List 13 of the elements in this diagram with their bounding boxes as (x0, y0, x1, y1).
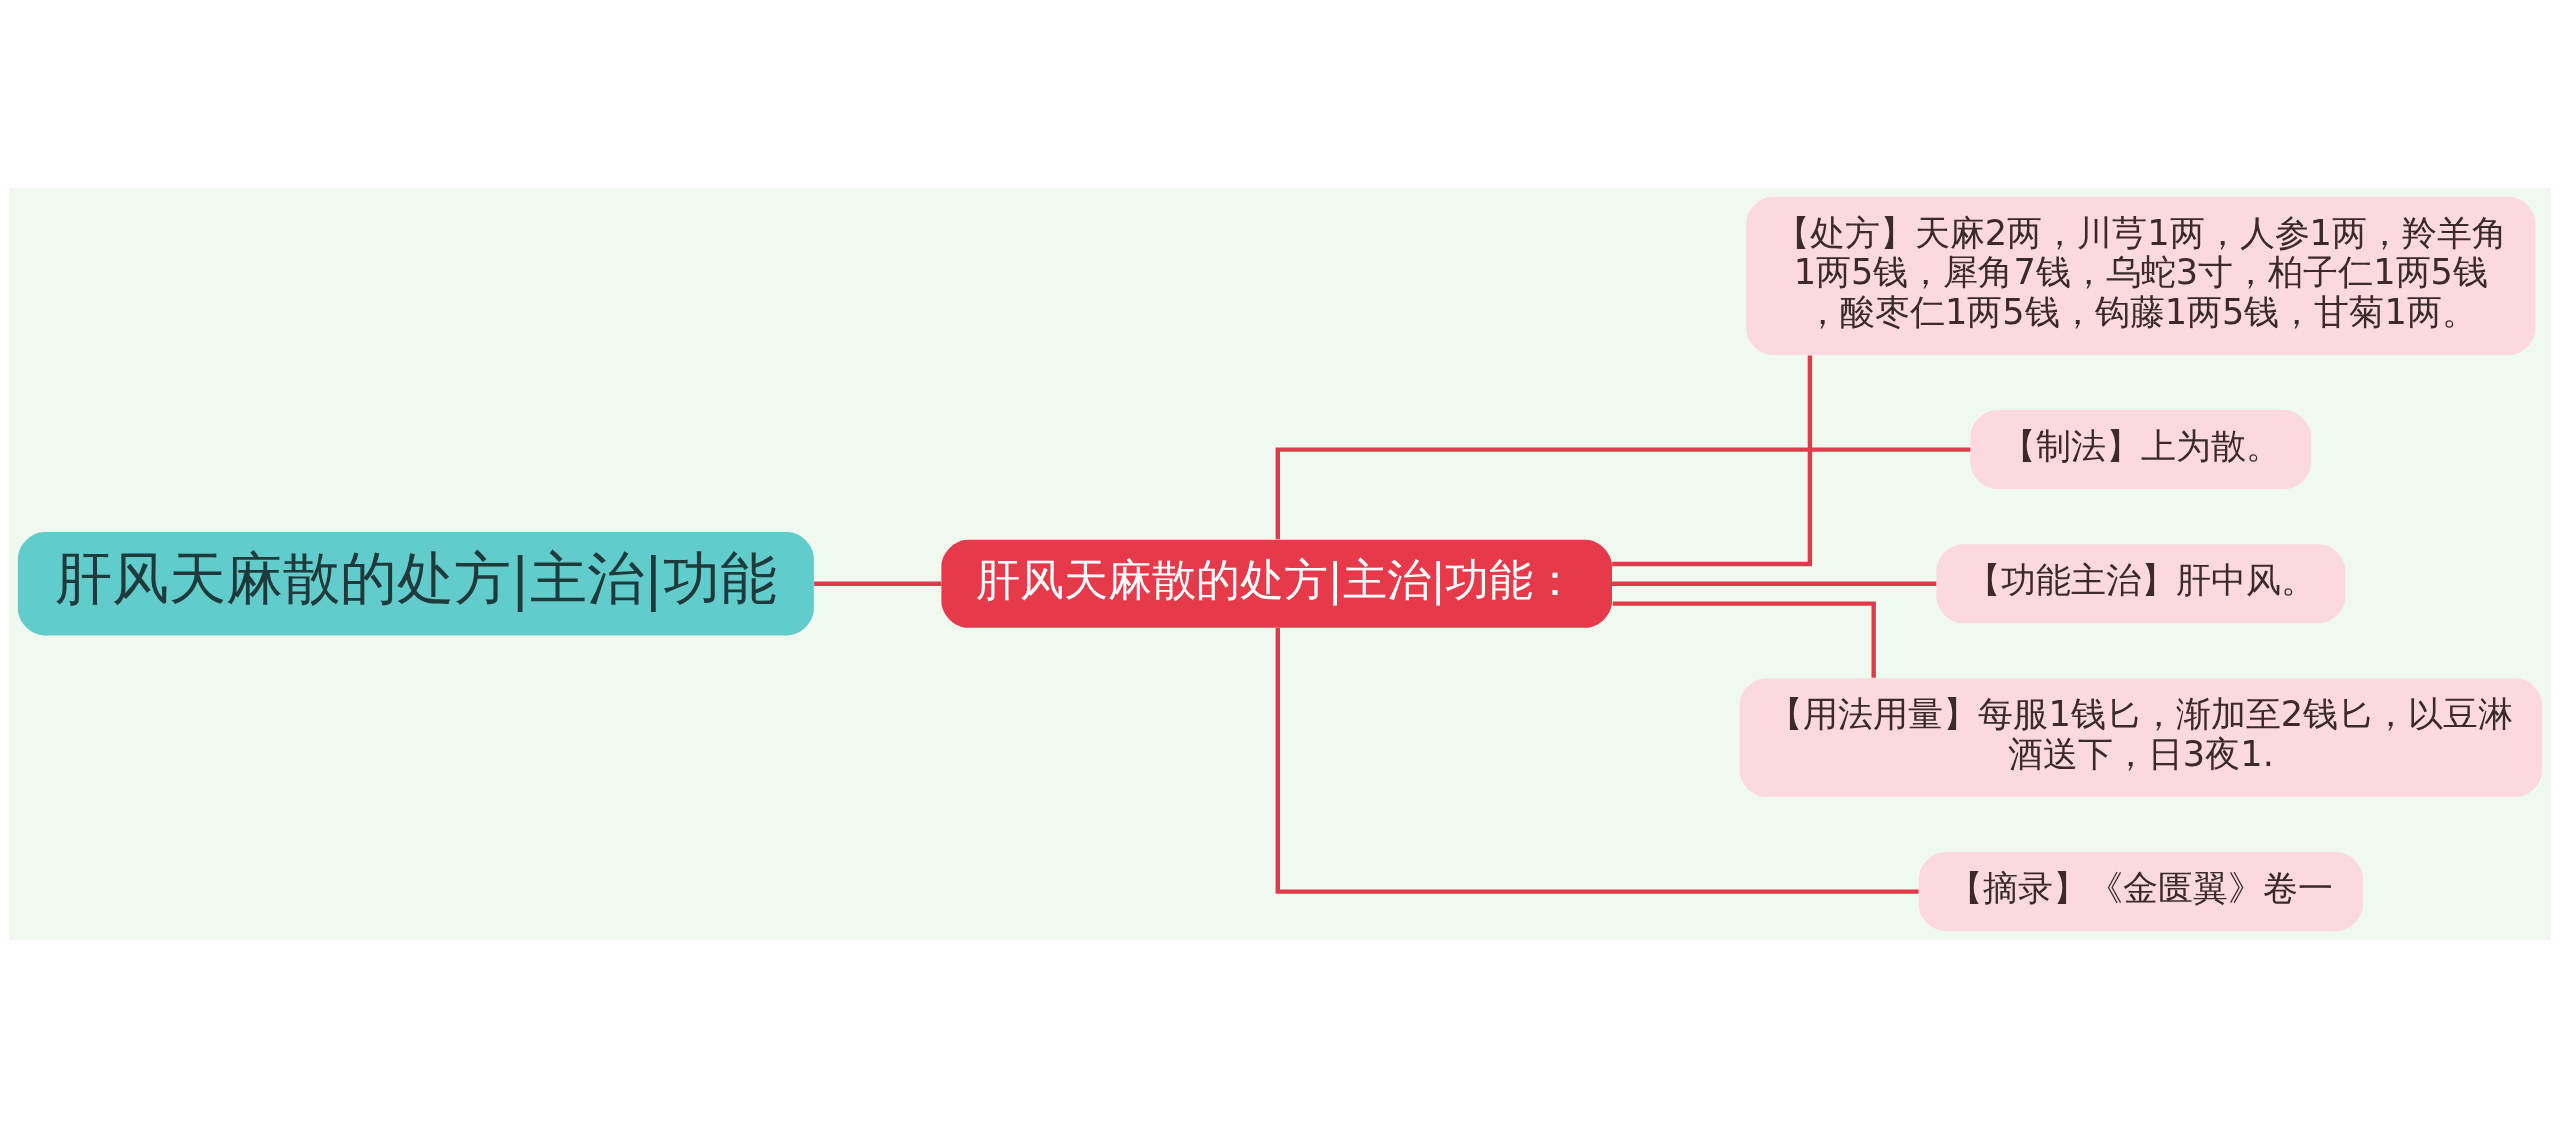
node-box: 【功能主治】肝中风。 (1936, 543, 2346, 623)
node-box: 肝风天麻散的处方|主治|功能： (941, 539, 1612, 628)
connector (814, 581, 942, 586)
connector (1275, 627, 1919, 894)
node-box: 【制法】上为散。 (1970, 409, 2312, 489)
connector (1612, 600, 1876, 678)
connector (1275, 446, 1971, 539)
connector (1612, 354, 1813, 566)
node-box: 【摘录】《金匮翼》卷一 (1918, 851, 2363, 931)
node-box: 肝风天麻散的处方|主治|功能 (17, 531, 814, 635)
node-box: 【用法用量】每服1钱匕，渐加至2钱匕，以豆淋酒送下，日3夜1. (1739, 677, 2543, 797)
connector (1612, 581, 1937, 586)
node-box: 【处方】天麻2两，川芎1两，人参1两，羚羊角1两5钱，犀角7钱，乌蛇3寸，柏子仁1两5钱，酸枣仁1两5钱，钩藤1两5钱，甘菊1两。 (1746, 196, 2536, 355)
